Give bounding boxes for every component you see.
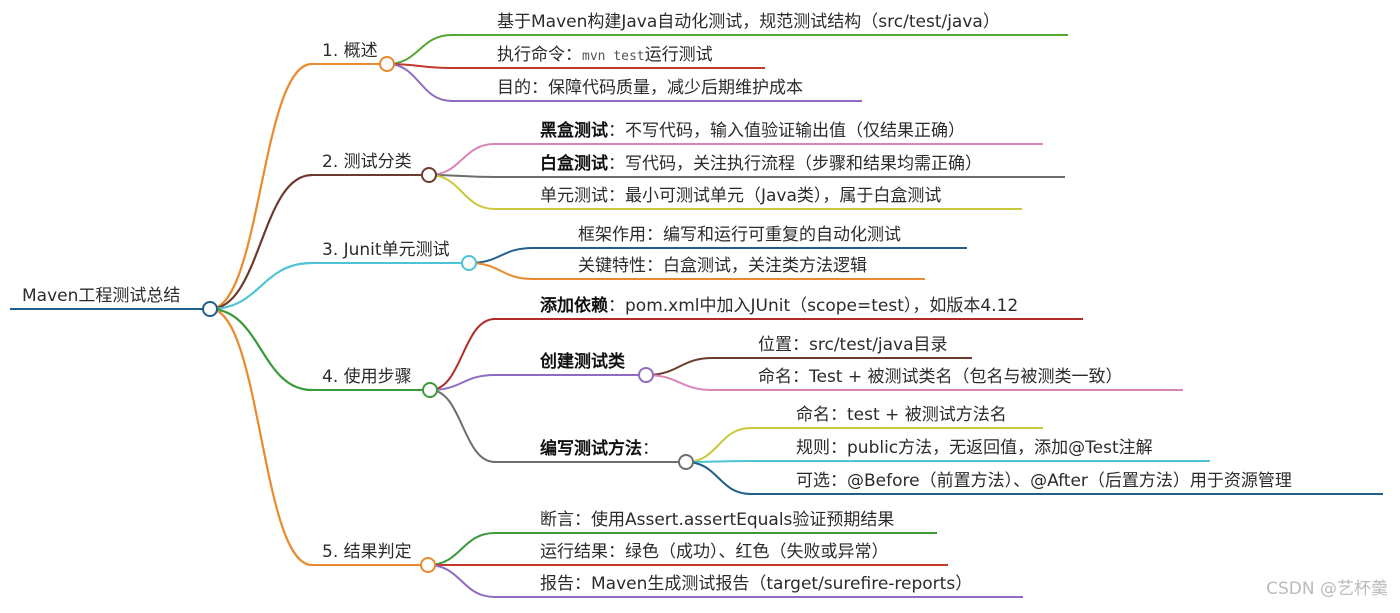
child-edge-3-2 bbox=[468, 262, 534, 280]
text-segment: ： bbox=[642, 439, 659, 459]
collapse-toggle-4-2[interactable] bbox=[638, 367, 654, 383]
child-edge-4-2 bbox=[429, 374, 496, 391]
text-segment: 框架作用：编写和运行可重复的自动化测试 bbox=[578, 225, 901, 245]
grandchild-topic-4-3-1: 命名：test + 被测试方法名 bbox=[796, 405, 1007, 425]
child-edge-2-3 bbox=[428, 174, 496, 210]
child-edge-5-1 bbox=[427, 532, 496, 566]
child-topic-3-2: 关键特性：白盒测试，关注类方法逻辑 bbox=[578, 256, 867, 276]
text-segment: 可选：@Before（前置方法）、@After（后置方法）用于资源管理 bbox=[796, 471, 1292, 491]
branch-topic-1: 1. 概述 bbox=[322, 41, 378, 61]
child-edge-4-1 bbox=[429, 318, 496, 391]
text-segment: 创建测试类 bbox=[539, 351, 626, 372]
child-topic-5-3: 报告：Maven生成测试报告（target/surefire-reports） bbox=[540, 574, 972, 594]
child-topic-3-1: 框架作用：编写和运行可重复的自动化测试 bbox=[578, 225, 901, 245]
grandchild-topic-4-2-1: 位置：src/test/java目录 bbox=[758, 335, 948, 355]
child-topic-5-2: 运行结果：绿色（成功）、红色（失败或异常） bbox=[540, 542, 889, 562]
branch-topic-5: 5. 结果判定 bbox=[322, 542, 412, 562]
child-edge-3-1 bbox=[468, 247, 534, 264]
child-topic-4-2: 创建测试类 bbox=[539, 351, 626, 372]
grandchild-edge-4-2-2 bbox=[645, 374, 714, 391]
text-segment: 编写测试方法 bbox=[540, 438, 642, 459]
text-segment: 规则：public方法，无返回值，添加@Test注解 bbox=[796, 438, 1153, 458]
child-topic-5-1: 断言：使用Assert.assertEquals验证预期结果 bbox=[540, 509, 894, 530]
text-segment: 单元测试：最小可测试单元（Java类），属于白盒测试 bbox=[540, 186, 941, 206]
branch-topic-2: 2. 测试分类 bbox=[322, 152, 412, 172]
child-topic-1-3: 目的：保障代码质量，减少后期维护成本 bbox=[497, 78, 803, 98]
branch-edge-1 bbox=[209, 62, 313, 311]
collapse-toggle-4-3[interactable] bbox=[678, 454, 694, 470]
child-topic-2-2: 白盒测试：写代码，关注执行流程（步骤和结果均需正确） bbox=[540, 153, 982, 174]
text-segment: 基于Maven构建Java自动化测试，规范测试结构（src/test/java） bbox=[497, 12, 1000, 32]
grandchild-edge-4-2-1 bbox=[645, 357, 714, 376]
text-segment: 断言：使用Assert.assertEquals验证预期结果 bbox=[540, 509, 894, 530]
grandchild-edge-4-3-1 bbox=[685, 427, 752, 463]
child-edge-1-3 bbox=[386, 63, 453, 102]
branch-edge-5 bbox=[209, 307, 313, 567]
watermark: CSDN @艺杯羹 bbox=[1266, 579, 1388, 599]
text-segment: 位置：src/test/java目录 bbox=[758, 335, 948, 355]
text-segment: ：不写代码，输入值验证输出值（仅结果正确） bbox=[608, 121, 965, 141]
text-segment: 运行结果：绿色（成功）、红色（失败或异常） bbox=[540, 542, 889, 562]
grandchild-topic-4-3-2: 规则：public方法，无返回值，添加@Test注解 bbox=[796, 438, 1153, 458]
text-segment: ：pom.xml中加入JUnit（scope=test），如版本4.12 bbox=[608, 296, 1018, 316]
grandchild-edge-4-3-3 bbox=[685, 461, 752, 495]
text-segment: 黑盒测试 bbox=[540, 120, 608, 141]
text-segment: 白盒测试 bbox=[540, 153, 608, 174]
grandchild-topic-4-3-3: 可选：@Before（前置方法）、@After（后置方法）用于资源管理 bbox=[796, 471, 1292, 491]
root-topic: Maven工程测试总结 bbox=[22, 286, 180, 306]
branch-edge-4 bbox=[209, 307, 313, 392]
collapse-toggle-5[interactable] bbox=[420, 557, 436, 573]
text-segment: mvn test bbox=[582, 49, 645, 64]
grandchild-topic-4-2-2: 命名：Test + 被测试类名（包名与被测类一致） bbox=[758, 367, 1123, 387]
child-topic-2-1: 黑盒测试：不写代码，输入值验证输出值（仅结果正确） bbox=[540, 120, 965, 141]
collapse-toggle-1[interactable] bbox=[379, 56, 395, 72]
text-segment: 关键特性：白盒测试，关注类方法逻辑 bbox=[578, 256, 867, 276]
mindmap-edges bbox=[10, 34, 1383, 598]
grandchild-edge-4-3-2 bbox=[685, 460, 752, 463]
text-segment: 运行测试 bbox=[645, 45, 713, 65]
child-topic-4-3: 编写测试方法： bbox=[540, 438, 659, 459]
branch-edge-2 bbox=[209, 173, 313, 311]
text-segment: ：写代码，关注执行流程（步骤和结果均需正确） bbox=[608, 154, 982, 174]
branch-edge-3 bbox=[209, 261, 313, 311]
child-edge-5-3 bbox=[427, 564, 496, 598]
text-segment: 命名：test + 被测试方法名 bbox=[796, 405, 1007, 425]
text-segment: 目的：保障代码质量，减少后期维护成本 bbox=[497, 78, 803, 98]
child-edge-2-1 bbox=[428, 143, 496, 176]
root-collapse-toggle[interactable] bbox=[202, 301, 218, 317]
text-segment: 报告：Maven生成测试报告（target/surefire-reports） bbox=[540, 574, 972, 594]
child-topic-1-1: 基于Maven构建Java自动化测试，规范测试结构（src/test/java） bbox=[497, 12, 1000, 32]
collapse-toggle-3[interactable] bbox=[461, 255, 477, 271]
child-topic-4-1: 添加依赖：pom.xml中加入JUnit（scope=test），如版本4.12 bbox=[540, 295, 1018, 316]
text-segment: 添加依赖 bbox=[540, 295, 608, 316]
child-topic-2-3: 单元测试：最小可测试单元（Java类），属于白盒测试 bbox=[540, 186, 941, 206]
collapse-toggle-2[interactable] bbox=[421, 167, 437, 183]
branch-topic-3: 3. Junit单元测试 bbox=[322, 240, 450, 260]
child-edge-4-3 bbox=[429, 389, 496, 463]
mindmap-nodes: Maven工程测试总结 1. 概述 基于Maven构建Java自动化测试，规范测试结… bbox=[22, 12, 1292, 594]
child-topic-1-2: 执行命令：mvn test运行测试 bbox=[497, 45, 713, 65]
collapse-toggle-4[interactable] bbox=[422, 382, 438, 398]
text-segment: 命名：Test + 被测试类名（包名与被测类一致） bbox=[758, 367, 1123, 387]
text-segment: 执行命令： bbox=[497, 45, 582, 65]
child-edge-1-1 bbox=[386, 34, 453, 65]
branch-topic-4: 4. 使用步骤 bbox=[322, 366, 412, 387]
